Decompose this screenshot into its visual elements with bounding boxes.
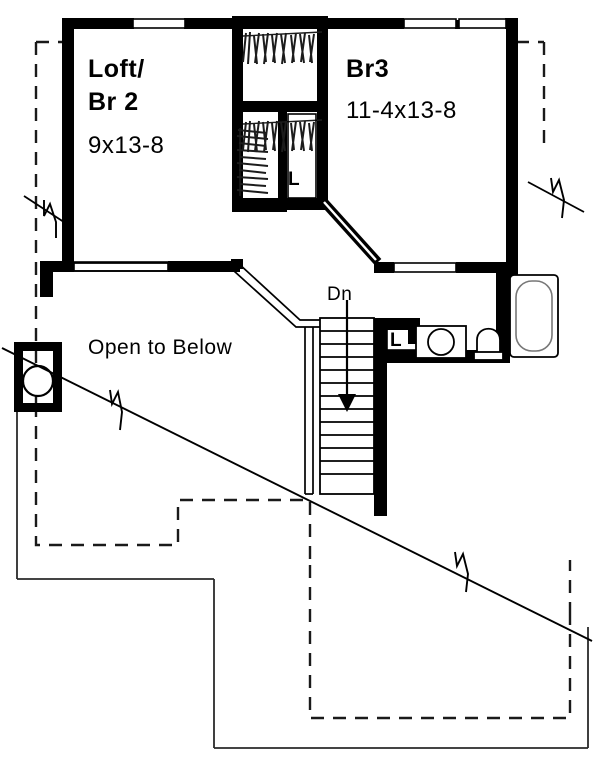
stair-down-arrow <box>338 300 356 412</box>
linen-closet-bath-label: L <box>390 330 403 351</box>
window-loft-top <box>132 18 186 29</box>
closet-hanging-hatch-upper <box>242 31 323 65</box>
break-line-loft <box>109 389 123 431</box>
room-label-loft-line2: Br 2 <box>88 88 139 116</box>
bath-sink <box>415 325 467 359</box>
window-br3-top-right <box>458 18 507 29</box>
break-line-right-upper <box>550 177 565 219</box>
closet-hanging-hatch-lower <box>236 128 269 196</box>
room-label-loft-line1: Loft/ <box>88 55 145 83</box>
room-label-br3: Br3 <box>346 55 390 83</box>
window-br3-top-left <box>403 18 457 29</box>
bathtub <box>509 274 559 358</box>
break-line-bottom <box>454 551 469 593</box>
main-stair <box>319 300 375 495</box>
window-br3-bottom <box>393 262 457 273</box>
linen-closet-upper-box <box>287 113 317 199</box>
roof-line-ticks <box>23 181 585 227</box>
open-to-below-label: Open to Below <box>88 336 233 359</box>
roof-slope-line <box>1 347 593 642</box>
loft-railing <box>74 259 320 495</box>
room-dimensions-loft: 9x13-8 <box>88 132 165 159</box>
door-br3 <box>318 196 382 266</box>
toilet <box>473 327 504 361</box>
break-line-left <box>43 200 57 238</box>
lower-footprint-outline <box>16 382 589 749</box>
linen-closet-upper-label: L <box>288 169 301 190</box>
floor-below-outline <box>34 40 572 720</box>
room-dimensions-br3: 11-4x13-8 <box>346 97 457 124</box>
stair-direction-label: Dn <box>327 284 353 305</box>
walls <box>14 16 518 516</box>
windows <box>73 18 507 273</box>
